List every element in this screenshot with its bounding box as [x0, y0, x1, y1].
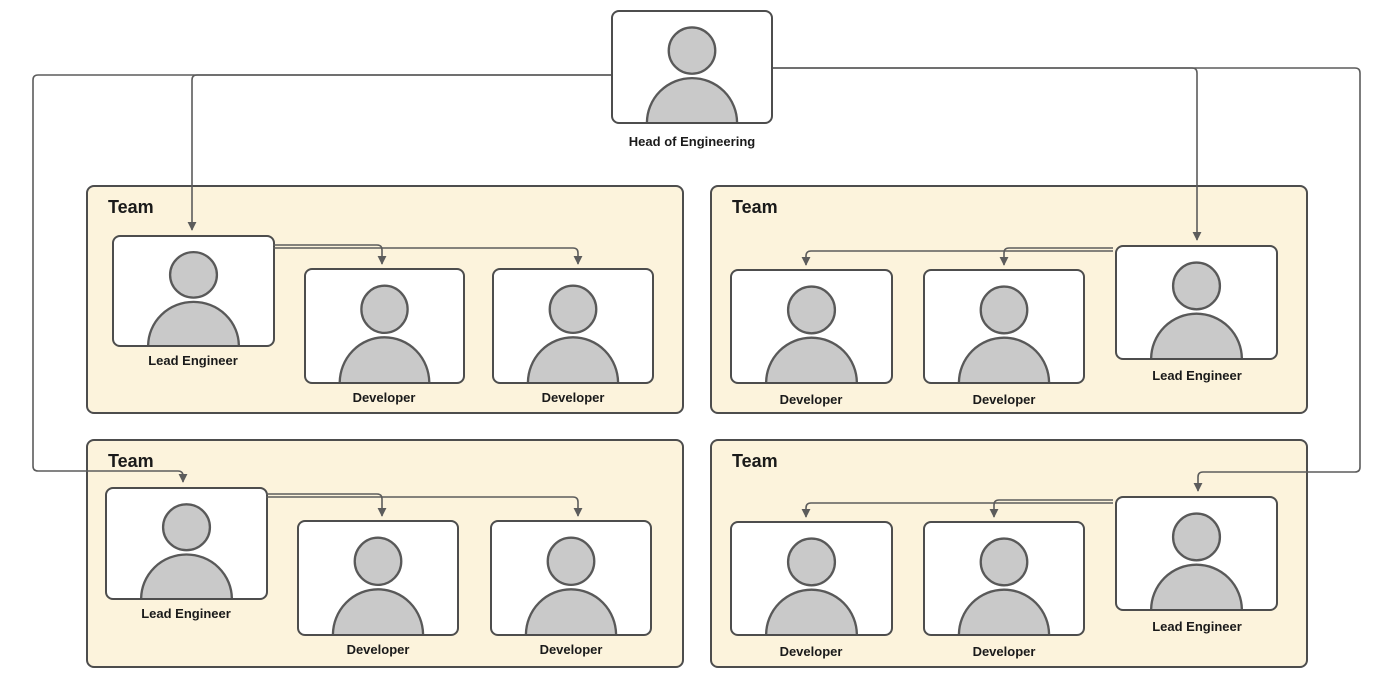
- role-label: Lead Engineer: [1152, 619, 1242, 634]
- role-label: Developer: [779, 644, 843, 659]
- person-icon: [331, 536, 425, 634]
- role-label: Lead Engineer: [148, 353, 238, 368]
- team-3-title: Team: [108, 451, 154, 471]
- card-team1-lead-engineer: [112, 235, 275, 347]
- card-team2-developer-2: [923, 269, 1085, 384]
- team-box-3: Team Lead Engineer Developer Developer: [86, 439, 684, 668]
- card-head-of-engineering: [611, 10, 773, 124]
- person-icon: [524, 536, 618, 634]
- card-team1-developer-2: [492, 268, 654, 384]
- role-label: Developer: [972, 644, 1036, 659]
- person-icon: [1150, 261, 1243, 358]
- person-icon: [338, 284, 431, 382]
- team-4-title: Team: [732, 451, 778, 471]
- role-label: Developer: [972, 392, 1036, 407]
- team-box-1: Team Lead Engineer Developer Developer: [86, 185, 684, 414]
- role-label: Developer: [541, 390, 605, 405]
- role-label: Developer: [352, 390, 416, 405]
- card-team3-developer-2: [490, 520, 652, 636]
- card-team4-lead-engineer: [1115, 496, 1278, 611]
- role-label: Developer: [539, 642, 603, 657]
- root-label: Head of Engineering: [628, 134, 756, 149]
- person-icon: [765, 285, 858, 382]
- team-2-title: Team: [732, 197, 778, 217]
- card-team3-developer-1: [297, 520, 459, 636]
- person-icon: [957, 285, 1051, 382]
- role-label: Lead Engineer: [1152, 368, 1242, 383]
- role-label: Developer: [346, 642, 410, 657]
- person-icon: [1150, 512, 1243, 609]
- person-icon: [526, 284, 620, 382]
- person-icon: [140, 503, 233, 598]
- card-team2-lead-engineer: [1115, 245, 1278, 360]
- card-team4-developer-1: [730, 521, 893, 636]
- person-icon: [147, 251, 240, 345]
- role-label: Developer: [779, 392, 843, 407]
- team-1-title: Team: [108, 197, 154, 217]
- card-team1-developer-1: [304, 268, 465, 384]
- person-icon: [765, 537, 858, 634]
- person-icon: [957, 537, 1051, 634]
- role-label: Lead Engineer: [141, 606, 231, 621]
- card-team2-developer-1: [730, 269, 893, 384]
- card-team3-lead-engineer: [105, 487, 268, 600]
- team-box-2: Team Developer Developer Lead Engineer: [710, 185, 1308, 414]
- card-team4-developer-2: [923, 521, 1085, 636]
- team-box-4: Team Developer Developer Lead Engineer: [710, 439, 1308, 668]
- person-icon: [645, 26, 739, 122]
